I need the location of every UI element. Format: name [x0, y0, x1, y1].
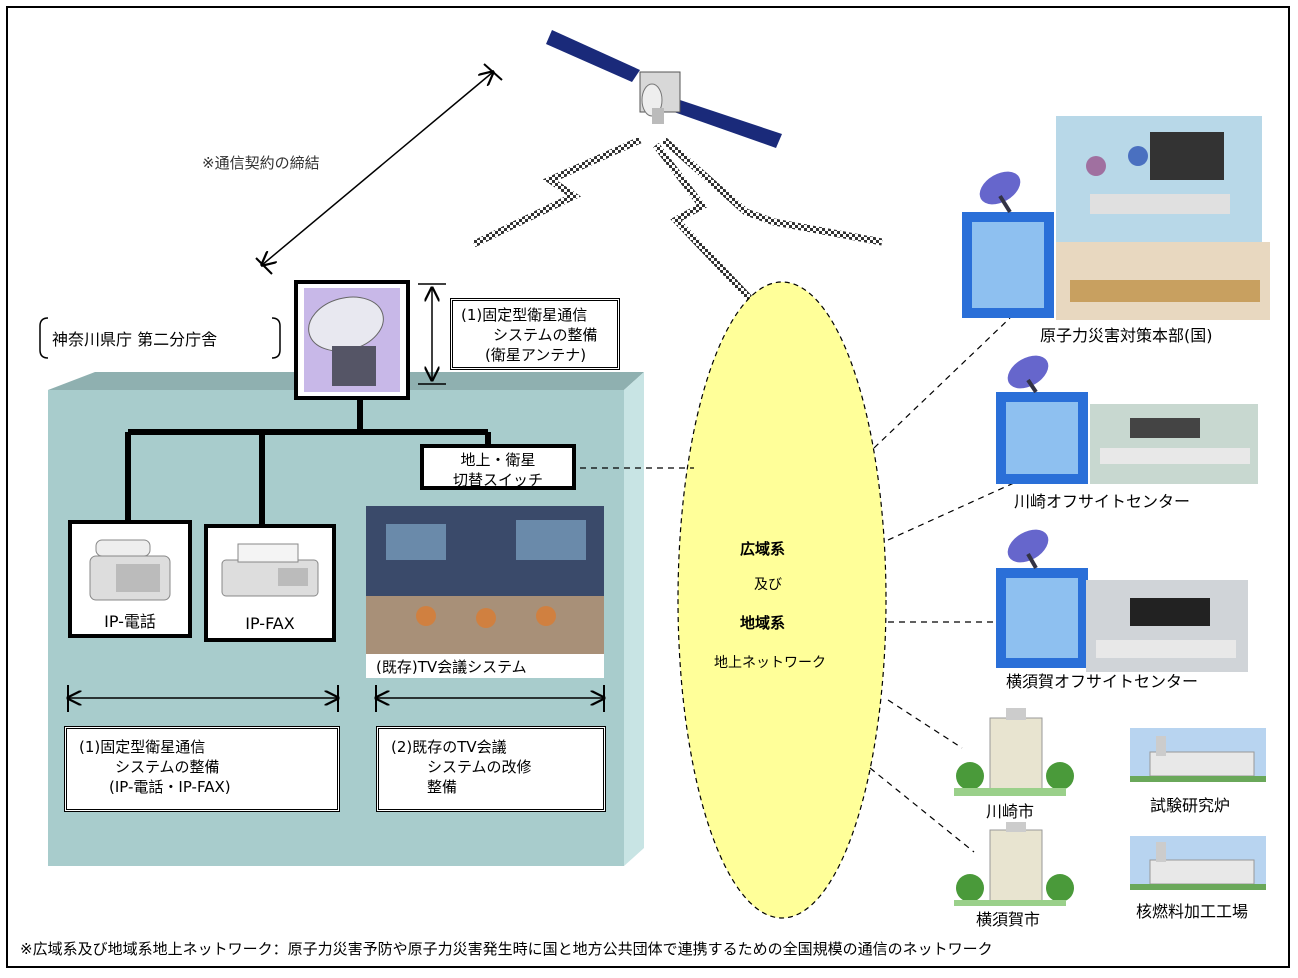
project2-box: (2)既存のTV会議 システムの改修 整備	[376, 726, 606, 812]
project1-line2: システムの整備	[115, 758, 220, 776]
building-side	[624, 372, 644, 866]
internal-wiring	[125, 396, 491, 526]
telephone-icon	[89, 539, 171, 601]
satellite-antenna-box	[294, 280, 410, 400]
station-icon-yokosuka	[996, 529, 1088, 668]
switch-line2: 切替スイッチ	[452, 471, 543, 489]
fuel-plant-icon	[1130, 836, 1266, 890]
yokosuka-center-label: 横須賀オフサイトセンター	[1006, 672, 1199, 691]
network-connectors	[580, 317, 1017, 853]
diagram-frame	[6, 6, 1290, 968]
ip-fax-box: IP-FAX	[204, 524, 336, 642]
ground-satellite-switch: 地上・衛星 切替スイッチ	[420, 444, 576, 490]
antenna-project-line1: (1)固定型衛星通信	[461, 306, 588, 324]
network-ground-label: 地上ネットワーク	[714, 655, 826, 671]
station-icon-hq	[962, 171, 1054, 318]
test-reactor-icon	[1130, 728, 1266, 782]
ip-phone-label: IP-電話	[104, 612, 156, 631]
ip-fax-label: IP-FAX	[245, 614, 295, 633]
kawasaki-center-photo	[1090, 404, 1258, 484]
satellite-dish-icon	[304, 288, 400, 392]
signal-right	[661, 137, 883, 246]
antenna-project-line3: (衛星アンテナ)	[485, 346, 587, 364]
project1-box: (1)固定型衛星通信 システムの整備 (IP-電話・IP-FAX)	[64, 726, 340, 812]
contract-note: ※通信契約の締結	[202, 154, 320, 172]
yokosuka-city-label: 横須賀市	[976, 910, 1041, 929]
tv-conference-label: (既存)TV会議システム	[376, 658, 527, 676]
network-ellipse	[677, 281, 887, 919]
project1-line3: (IP-電話・IP-FAX)	[109, 778, 231, 796]
kawasaki-city-hall-icon	[954, 708, 1074, 796]
yokosuka-city-hall-icon	[954, 822, 1074, 906]
project1-line1: (1)固定型衛星通信	[79, 738, 206, 756]
tv-conference-photo	[366, 506, 604, 654]
kawasaki-city-label: 川崎市	[986, 802, 1035, 821]
tv-conference-panel: (既存)TV会議システム	[366, 506, 604, 678]
prefecture-office-label: 神奈川県庁 第二分庁舎	[52, 330, 218, 349]
test-reactor-label: 試験研究炉	[1150, 796, 1231, 815]
station-icon-kawasaki	[996, 355, 1088, 484]
network-wide-area-label: 広域系	[740, 540, 786, 558]
ip-phone-box: IP-電話	[68, 520, 192, 638]
satellite-icon	[546, 30, 782, 148]
network-regional-label: 地域系	[740, 614, 786, 632]
footnote: ※広域系及び地域系地上ネットワーク：原子力災害予防や原子力災害発生時に国と地方公…	[20, 940, 993, 958]
fax-machine-icon	[221, 543, 319, 597]
network-and-label: 及び	[754, 577, 782, 593]
yokosuka-center-photo	[1086, 580, 1248, 672]
hq-meeting-photo	[1056, 116, 1270, 320]
project2-line3: 整備	[427, 778, 458, 796]
hq-label: 原子力災害対策本部(国)	[1040, 326, 1213, 345]
switch-line1: 地上・衛星	[460, 451, 536, 469]
project2-line1: (2)既存のTV会議	[391, 738, 507, 756]
fuel-plant-label: 核燃料加工工場	[1136, 902, 1249, 921]
project2-line2: システムの改修	[427, 758, 532, 776]
signal-left	[472, 136, 642, 248]
signal-down	[653, 142, 773, 323]
kawasaki-center-label: 川崎オフサイトセンター	[1014, 492, 1191, 511]
antenna-project-line2: システムの整備	[493, 326, 598, 344]
antenna-project-box: (1)固定型衛星通信 システムの整備 (衛星アンテナ)	[450, 298, 620, 370]
contract-arrow	[262, 72, 493, 265]
